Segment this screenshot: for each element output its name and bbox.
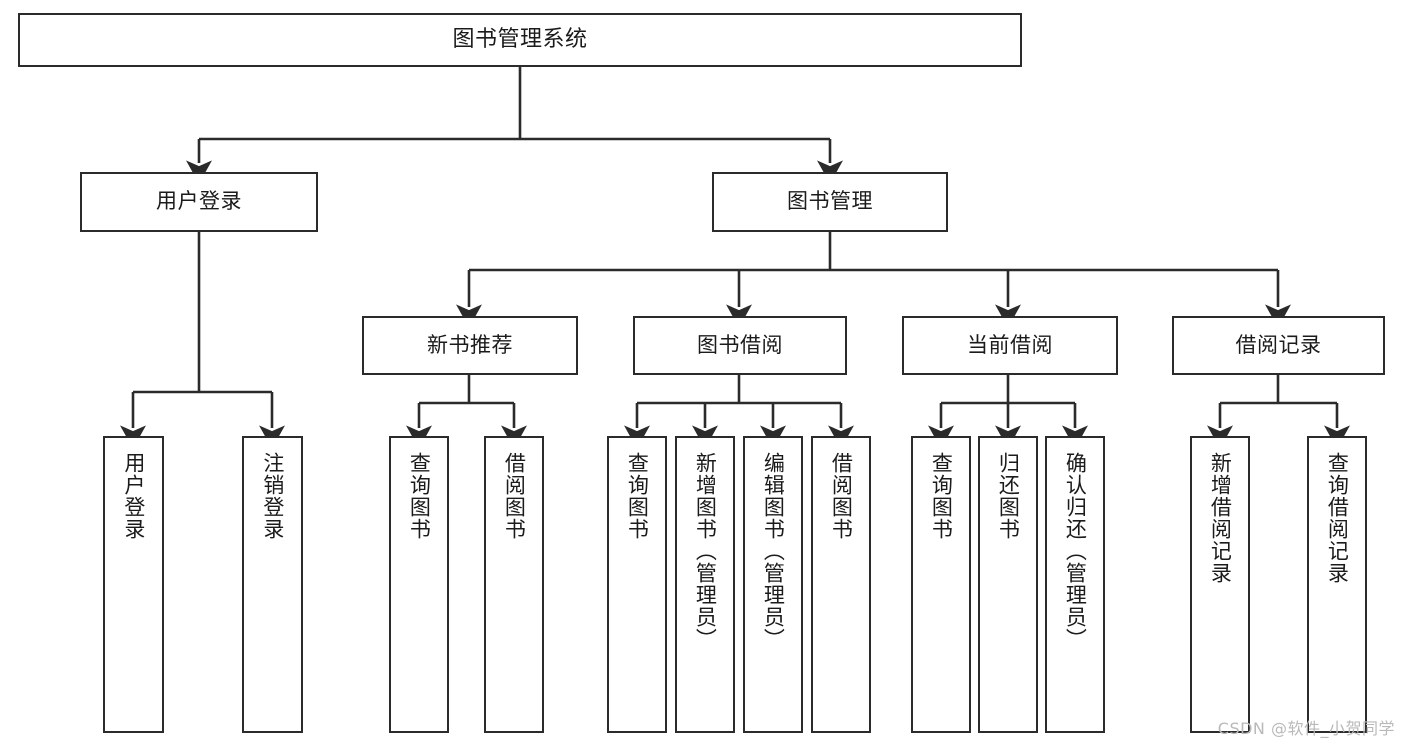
- csdn-watermark: CSDN @软件_小贺同学: [1217, 719, 1395, 738]
- node-label: 新书推荐: [427, 332, 513, 357]
- leaf-user-login[interactable]: 用户登录: [103, 436, 164, 733]
- node-label: 确认归还（管理员）: [1063, 452, 1088, 650]
- node-label: 查询借阅记录: [1325, 452, 1350, 584]
- node-book-borrow[interactable]: 图书借阅: [633, 316, 847, 375]
- leaf-borrow-add-book-admin[interactable]: 新增图书（管理员）: [675, 436, 735, 733]
- node-label: 借阅记录: [1235, 332, 1322, 357]
- node-label: 图书管理: [787, 189, 873, 214]
- leaf-borrow-edit-book-admin[interactable]: 编辑图书（管理员）: [743, 436, 803, 733]
- node-label: 用户登录: [121, 452, 146, 540]
- node-label: 用户登录: [156, 189, 242, 214]
- node-label: 查询图书: [929, 452, 954, 540]
- leaf-borrow-borrow-book[interactable]: 借阅图书: [811, 436, 871, 733]
- node-label: 图书借阅: [697, 332, 783, 357]
- leaf-recommend-borrow-book[interactable]: 借阅图书: [484, 436, 544, 733]
- node-label: 当前借阅: [967, 332, 1053, 357]
- node-label: 借阅图书: [502, 452, 527, 540]
- leaf-current-confirm-return-admin[interactable]: 确认归还（管理员）: [1045, 436, 1105, 733]
- node-label: 查询图书: [625, 452, 650, 540]
- leaf-record-add-borrow-record[interactable]: 新增借阅记录: [1190, 436, 1250, 733]
- leaf-current-return-book[interactable]: 归还图书: [978, 436, 1038, 733]
- node-root-system[interactable]: 图书管理系统: [18, 13, 1022, 67]
- node-label: 图书管理系统: [452, 26, 588, 52]
- node-new-book-recommend[interactable]: 新书推荐: [362, 316, 578, 375]
- node-borrow-record[interactable]: 借阅记录: [1172, 316, 1385, 375]
- node-label: 新增图书（管理员）: [693, 452, 718, 650]
- leaf-logout[interactable]: 注销登录: [242, 436, 303, 733]
- leaf-recommend-query-book[interactable]: 查询图书: [389, 436, 449, 733]
- leaf-record-query-borrow-record[interactable]: 查询借阅记录: [1307, 436, 1367, 733]
- node-current-borrow[interactable]: 当前借阅: [902, 316, 1118, 375]
- node-label: 编辑图书（管理员）: [761, 452, 786, 650]
- node-label: 归还图书: [996, 452, 1021, 540]
- node-label: 注销登录: [260, 452, 285, 540]
- node-label: 查询图书: [407, 452, 432, 540]
- leaf-current-query-book[interactable]: 查询图书: [911, 436, 971, 733]
- leaf-borrow-query-book[interactable]: 查询图书: [607, 436, 667, 733]
- node-user-login[interactable]: 用户登录: [80, 172, 318, 232]
- node-book-management[interactable]: 图书管理: [712, 172, 948, 232]
- node-label: 借阅图书: [829, 452, 854, 540]
- node-label: 新增借阅记录: [1208, 452, 1233, 584]
